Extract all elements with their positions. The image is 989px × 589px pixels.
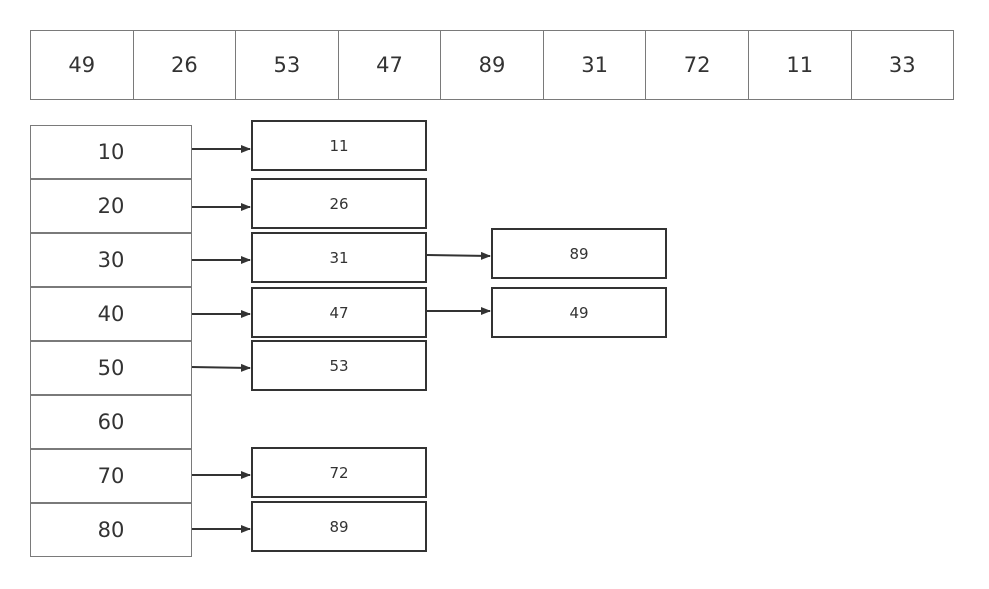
bucket-cell: 30	[30, 233, 192, 287]
array-cell: 26	[134, 31, 237, 99]
chain-node: 72	[251, 447, 427, 498]
chain-node: 89	[251, 501, 427, 552]
array-cell: 53	[236, 31, 339, 99]
chain-node: 26	[251, 178, 427, 229]
pointer-arrow	[426, 251, 491, 260]
pointer-arrow	[190, 363, 251, 372]
bucket-cell: 20	[30, 179, 192, 233]
bucket-cell: 60	[30, 395, 192, 449]
chain-node: 49	[491, 287, 667, 338]
array-cell: 11	[749, 31, 852, 99]
array-cell: 33	[888, 53, 916, 77]
bucket-cell: 10	[30, 125, 192, 179]
bucket-cell: 70	[30, 449, 192, 503]
chain-node: 11	[251, 120, 427, 171]
array-cell: 49	[31, 31, 134, 99]
array-cell: 31	[544, 31, 647, 99]
chain-node: 53	[251, 340, 427, 391]
bucket-cell: 40	[30, 287, 192, 341]
chain-node: 47	[251, 287, 427, 338]
array-cell: 72	[646, 31, 749, 99]
bucket-cell: 80	[30, 503, 192, 557]
input-array: 49 26 53 47 89 31 72 11 33	[30, 30, 954, 100]
bucket-cell: 50	[30, 341, 192, 395]
array-cell: 47	[339, 31, 442, 99]
chain-node: 89	[491, 228, 667, 279]
array-cell: 89	[441, 31, 544, 99]
chain-node: 31	[251, 232, 427, 283]
